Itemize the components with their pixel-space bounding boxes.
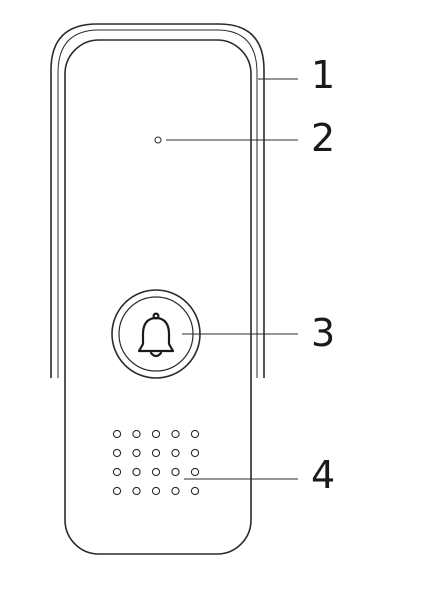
speaker-grille [112,429,200,496]
speaker-hole [151,486,161,496]
speaker-hole [171,429,180,439]
speaker-hole [112,448,122,458]
callout-4: 4 [311,453,335,497]
speaker-hole [112,486,122,496]
speaker-hole [151,448,161,458]
speaker-hole [132,486,141,496]
indicator-light [154,136,162,144]
bell-icon [137,312,175,358]
speaker-hole [190,448,200,458]
speaker-hole [190,486,200,496]
speaker-hole [132,467,141,477]
callout-1: 1 [311,53,335,97]
bell-button [111,289,201,379]
callout-2: 2 [311,116,335,160]
callout-3: 3 [311,311,335,355]
device-cover-outline [50,23,265,378]
speaker-hole [112,467,122,477]
speaker-hole [190,429,200,439]
speaker-hole [171,448,180,458]
speaker-hole [171,467,180,477]
speaker-hole [190,467,200,477]
device-cover-inner-edge [57,29,258,378]
speaker-hole [151,429,161,439]
speaker-hole [132,429,141,439]
speaker-hole [151,467,161,477]
speaker-hole [171,486,180,496]
speaker-hole [112,429,122,439]
bell-button-inner-ring [118,296,194,372]
speaker-hole [132,448,141,458]
